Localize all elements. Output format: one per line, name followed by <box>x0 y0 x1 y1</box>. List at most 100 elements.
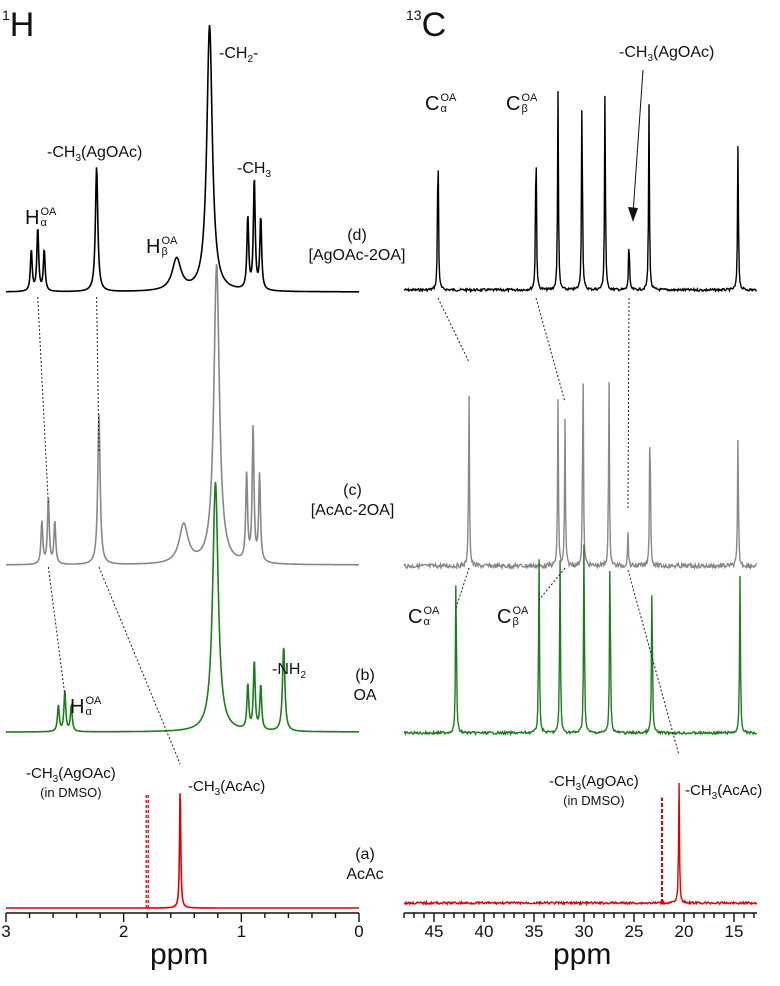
c13-connector-line <box>538 567 566 601</box>
ch2-pre: -CH <box>219 45 248 62</box>
c13-spectrum-a <box>403 782 758 907</box>
series-label-b: (b) OA <box>345 666 385 706</box>
label-ch3-agoac-dmso-h-a: -CH3(AgOAc) (in DMSO) <box>26 765 116 800</box>
h1-spectrum-b <box>6 481 359 733</box>
ch3-pre-ca: -CH <box>549 773 576 790</box>
in-dmso-c: (in DMSO) <box>563 793 625 808</box>
h-beta-main: H <box>146 236 161 258</box>
h1-spectrum-a <box>6 793 359 909</box>
h1-connector-line <box>98 566 181 765</box>
series-label-d: (d) [AgOAc-2OA] <box>302 226 412 266</box>
h1-tick-label: 2 <box>118 922 129 941</box>
series-b-letter: (b) <box>355 667 375 684</box>
c13-tick-label: 15 <box>724 922 744 941</box>
label-ch3-agoac-h-d: -CH3(AgOAc) <box>47 144 142 164</box>
ch3-sub-acac: 3 <box>214 787 221 798</box>
series-c-letter: (c) <box>343 482 362 499</box>
label-ch2-d: -CH2- <box>219 45 258 65</box>
ch3-pre-acac: -CH <box>188 778 215 795</box>
c-alpha-b-main: C <box>408 606 423 628</box>
series-c-name: [AcAc-2OA] <box>310 502 395 519</box>
series-a-name: AcAc <box>346 866 384 883</box>
ch2-post: - <box>253 45 259 62</box>
c-alpha-b-sub: α <box>423 616 430 628</box>
c13-spectrum-b <box>403 544 758 736</box>
series-d-name: [AgOAc-2OA] <box>308 247 406 264</box>
c13-connector-line <box>535 297 566 403</box>
h1-connector-line <box>47 566 66 696</box>
c-alpha-sub: α <box>440 103 447 115</box>
h-alpha-b-sup: OA <box>85 695 102 707</box>
series-label-a: (a) AcAc <box>340 845 390 885</box>
label-ch3-acac-c-a: -CH3(AcAc) <box>685 782 762 802</box>
h-alpha-b-sub: α <box>85 706 92 718</box>
nh2-sub: 2 <box>300 670 306 682</box>
agoac-post: (AgOAc) <box>81 144 143 161</box>
label-ch3-agoac-c-d: -CH3(AgOAc) <box>619 44 714 64</box>
c13-panel-title: 13C <box>406 6 446 45</box>
label-ch3-acac-h-a: -CH3(AcAc) <box>188 778 265 798</box>
c13-tick-label: 40 <box>474 922 494 941</box>
acac-post: (AcAc) <box>220 778 266 795</box>
h-alpha-sup: OA <box>40 206 57 218</box>
c-alpha-b-sup: OA <box>423 605 440 617</box>
c13-title-main: C <box>421 6 447 44</box>
label-ch3-d: -CH3 <box>237 160 271 180</box>
c13-tick-label: 25 <box>624 922 644 941</box>
c-beta-sup: OA <box>521 92 538 104</box>
h-alpha-sub: α <box>40 217 47 229</box>
c13-x-axis-title: ppm <box>553 938 612 971</box>
agoac-post-c: (AgOAc) <box>653 44 715 61</box>
h-beta-sup: OA <box>161 235 178 247</box>
agoac-post-a: (AgOAc) <box>58 765 116 782</box>
series-label-c: (c) [AcAc-2OA] <box>300 481 405 521</box>
ch2-sub: 2 <box>247 54 253 66</box>
c-alpha-main: C <box>425 93 440 115</box>
ch3-sub-ca: 3 <box>575 782 582 793</box>
h1-spectrum-c <box>6 264 359 566</box>
series-d-letter: (d) <box>347 227 367 244</box>
c-beta-b-main: C <box>497 606 512 628</box>
c13-connector-line <box>455 567 470 609</box>
ch3-only-sub: 3 <box>265 169 271 181</box>
c13-title-sup: 13 <box>406 6 422 23</box>
c13-spectrum-d <box>403 91 757 294</box>
c-alpha-sup: OA <box>440 92 457 104</box>
h1-x-axis-title: ppm <box>150 938 209 971</box>
ch3-only-pre: -CH <box>237 160 266 177</box>
c-beta-b-sub: β <box>512 616 519 628</box>
series-a-letter: (a) <box>355 846 375 863</box>
ch3-sub: 3 <box>75 153 81 165</box>
acac-post-c: (AcAc) <box>717 782 763 799</box>
label-ch3-agoac-dmso-c-a: -CH3(AgOAc) (in DMSO) <box>549 773 639 808</box>
label-nh2-b: -NH2 <box>272 661 306 681</box>
h1-connector-line <box>96 296 100 453</box>
c13-spectrum-c <box>403 382 757 571</box>
h1-spectrum-d <box>6 25 359 293</box>
c-beta-b-sup: OA <box>512 605 529 617</box>
ch3-pre-a: -CH <box>26 765 53 782</box>
ch3-sub-a: 3 <box>52 774 59 785</box>
h1-panel-title: 1H <box>2 6 34 45</box>
c13-tick-label: 45 <box>424 922 444 941</box>
ch3-pre-acac-c: -CH <box>685 782 712 799</box>
in-dmso-h: (in DMSO) <box>40 785 102 800</box>
arrow-line <box>632 69 644 215</box>
h-alpha-b-main: H <box>70 696 85 718</box>
arrow-head-icon <box>628 207 638 222</box>
h1-tick-label: 0 <box>354 922 364 941</box>
h1-title-main: H <box>9 6 35 44</box>
ch3-sub-acac-c: 3 <box>711 791 718 802</box>
c13-tick-label: 30 <box>574 922 594 941</box>
h1-connector-line <box>37 296 49 506</box>
c13-connector-line <box>627 569 680 756</box>
h1-title-sup: 1 <box>2 6 10 23</box>
ch3-pre-c: -CH <box>619 44 648 61</box>
series-b-name: OA <box>353 687 377 704</box>
